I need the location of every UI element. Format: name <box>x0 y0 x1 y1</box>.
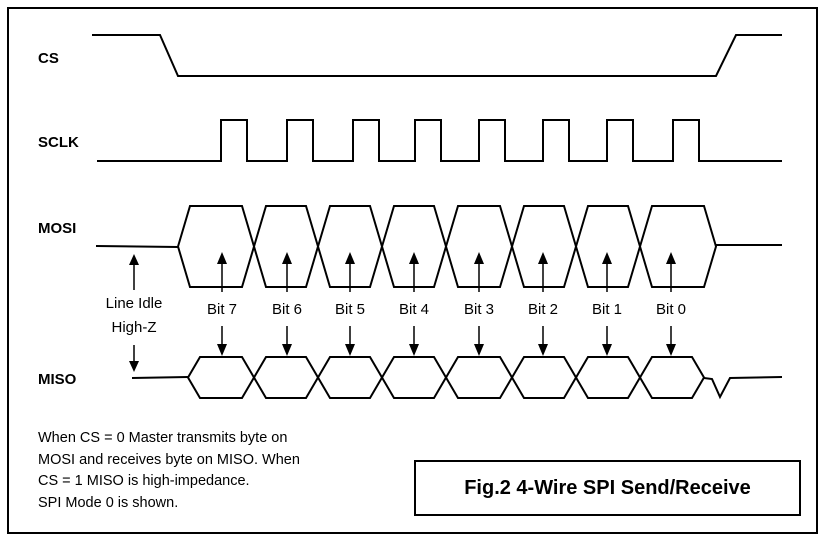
bit-arrow-down-head <box>217 344 227 356</box>
bit-arrow-up-head <box>474 252 484 264</box>
miso-bit-cell <box>638 356 706 399</box>
idle-arrow-down-head <box>129 361 139 372</box>
bit-arrow-down-head <box>538 344 548 356</box>
mosi-bit-cell <box>176 205 256 288</box>
bit-arrow-up-head <box>345 252 355 264</box>
miso-bit-cell <box>252 356 320 399</box>
miso-bit-cell <box>444 356 514 399</box>
bit-label: Bit 4 <box>399 301 429 318</box>
mosi-data-cells <box>176 205 718 288</box>
miso-label: MISO <box>38 371 77 388</box>
mosi-bit-cell <box>510 205 578 288</box>
bit-arrow-up-head <box>538 252 548 264</box>
bit-label: Bit 0 <box>656 301 686 318</box>
idle-arrow-up-head <box>129 254 139 265</box>
miso-idle-left <box>131 376 189 379</box>
bit-label: Bit 1 <box>592 301 622 318</box>
note-line: SPI Mode 0 is shown. <box>38 494 179 511</box>
mosi-label: MOSI <box>38 220 76 237</box>
miso-bit-cell <box>574 356 642 399</box>
bit-arrow-down-head <box>409 344 419 356</box>
miso-bit-cell <box>510 356 578 399</box>
note-line: CS = 1 MISO is high-impedance. <box>38 473 250 489</box>
miso-bit-cell <box>316 356 384 399</box>
bit-arrow-down-head <box>474 344 484 356</box>
bit-arrow-down-head <box>666 344 676 356</box>
bit-arrow-down-head <box>602 344 612 356</box>
bit-label: Bit 2 <box>528 301 558 318</box>
bit-arrow-down-head <box>345 344 355 356</box>
bit-label: Bit 7 <box>207 301 237 318</box>
miso-exit <box>703 376 783 400</box>
idle-label-line1: Line Idle <box>106 295 163 312</box>
bit-markers: Bit 7 Bit 6 Bit 5 Bit 4 Bit 3 Bit 2 Bit 1 Bit 0 <box>207 252 686 356</box>
cs-waveform <box>92 34 782 77</box>
mosi-idle-left <box>95 245 179 248</box>
miso-bit-cell <box>186 356 256 399</box>
miso-bit-cell <box>380 356 448 399</box>
diagram-frame <box>7 7 818 534</box>
idle-label-line2: High-Z <box>111 319 156 336</box>
figure-caption: Fig.2 4-Wire SPI Send/Receive <box>414 460 801 516</box>
cs-label: CS <box>38 50 59 67</box>
mosi-bit-cell <box>252 205 320 288</box>
mosi-bit-cell <box>574 205 642 288</box>
note-line: MOSI and receives byte on MISO. When <box>38 451 300 468</box>
bit-label: Bit 3 <box>464 301 494 318</box>
bit-arrow-up-head <box>282 252 292 264</box>
sclk-waveform <box>97 119 782 162</box>
mosi-bit-cell <box>638 205 718 288</box>
description-notes: When CS = 0 Master transmits byte on MOS… <box>38 428 378 514</box>
bit-arrow-up-head <box>602 252 612 264</box>
bit-arrow-up-head <box>217 252 227 264</box>
sclk-label: SCLK <box>38 134 79 151</box>
bit-label: Bit 5 <box>335 301 365 318</box>
bit-label: Bit 6 <box>272 301 302 318</box>
bit-arrow-down-head <box>282 344 292 356</box>
miso-data-cells <box>186 356 706 399</box>
bit-arrow-up-head <box>666 252 676 264</box>
note-line: When CS = 0 Master transmits byte on <box>38 430 288 446</box>
bit-arrow-up-head <box>409 252 419 264</box>
